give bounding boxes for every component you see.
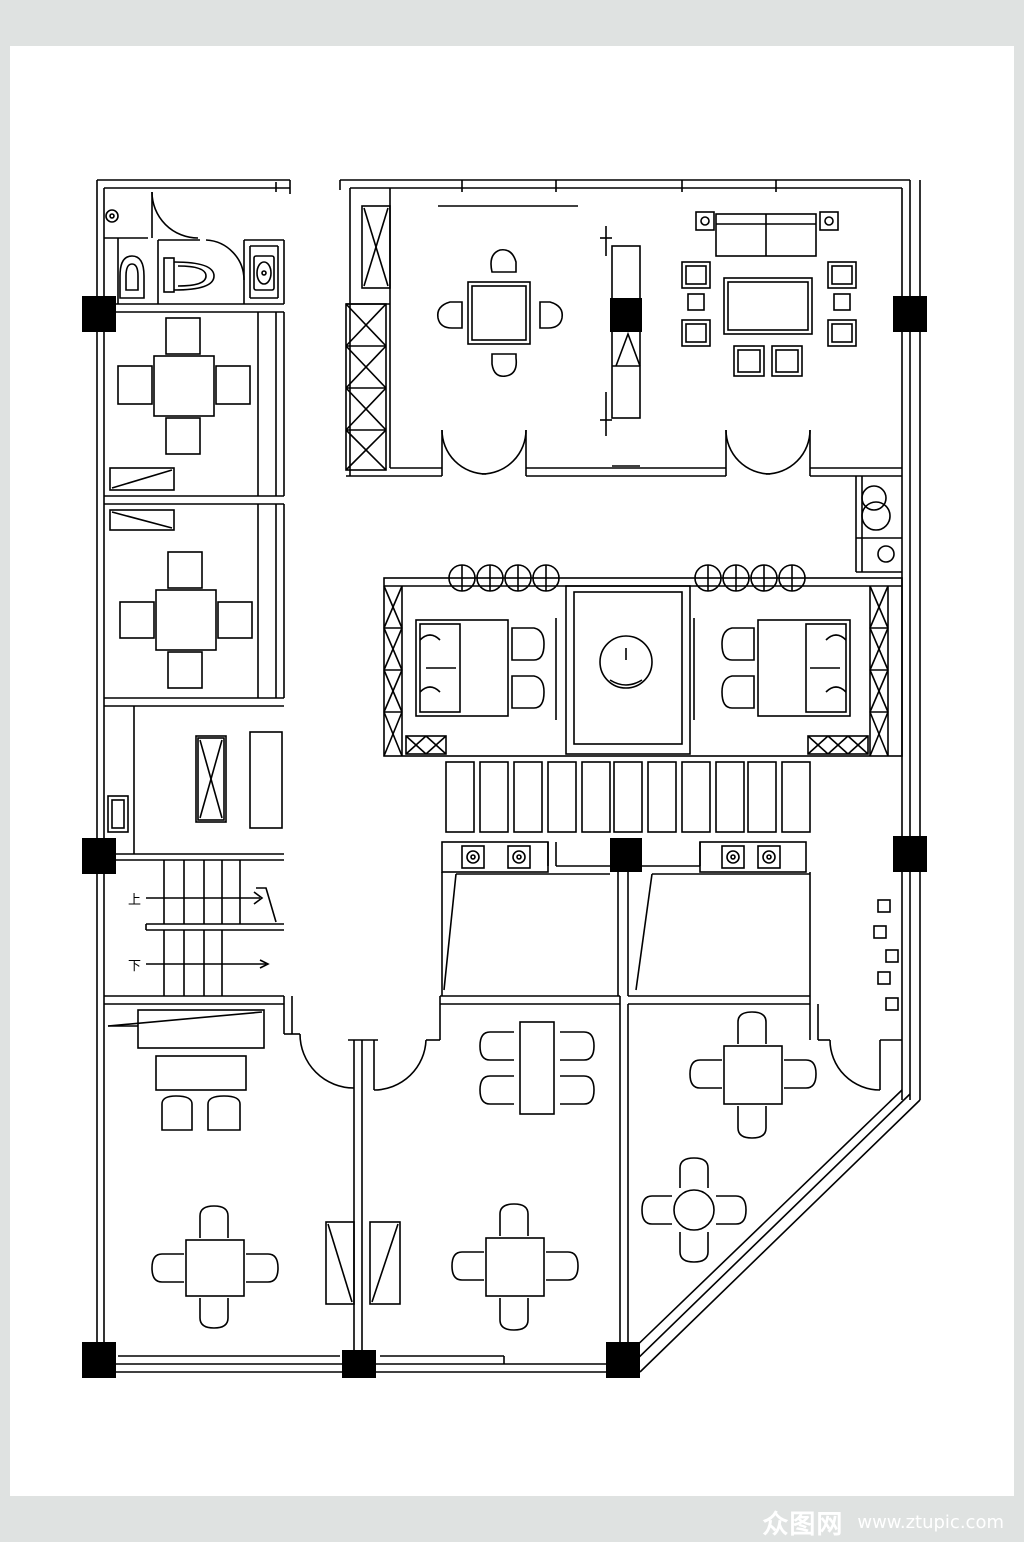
- outer-walls: [96, 179, 921, 1373]
- toilet-icon: [163, 257, 215, 293]
- chair-pair: [161, 1095, 241, 1131]
- private-room-2: [104, 504, 285, 707]
- table-set-right: [689, 1011, 817, 1139]
- round-table-set: [641, 1157, 747, 1263]
- restroom: [104, 191, 285, 313]
- long-table-set: [479, 1021, 595, 1115]
- utility-niche: [855, 476, 902, 573]
- watermark: 众图网 www.ztupic.com: [762, 1504, 1004, 1541]
- urinal-icon: [119, 255, 145, 299]
- central-hall: [383, 577, 903, 757]
- watermark-url: www.ztupic.com: [857, 1512, 1004, 1533]
- reception-counter: [107, 1009, 265, 1091]
- table-set-center: [451, 1203, 579, 1331]
- stair-down-label: 下: [128, 959, 141, 974]
- footer-bar: 众图网 www.ztupic.com: [0, 1496, 1024, 1542]
- display-cabinet: [600, 226, 641, 436]
- service-area: [107, 706, 283, 854]
- bench-right: [721, 619, 851, 717]
- table-set-left: [151, 1205, 279, 1329]
- sofa-lounge: [681, 211, 857, 377]
- stools-row: [448, 564, 806, 592]
- stove-rooms: [441, 841, 811, 996]
- washbasin-icon: [253, 255, 275, 291]
- partition-screens: [325, 1221, 401, 1305]
- private-room-1: [104, 312, 285, 505]
- watermark-brand: 众图网: [762, 1510, 844, 1540]
- storage-shelves: [345, 205, 391, 471]
- lower-left-walls: [104, 995, 441, 1364]
- lower-right-walls: [809, 996, 902, 1091]
- bench-left: [415, 619, 545, 717]
- structural-columns: [82, 296, 927, 1378]
- lower-center-walls: [440, 995, 810, 1342]
- locker-row: [445, 761, 811, 833]
- tea-table-set: [436, 248, 564, 378]
- stair-up-label: 上: [128, 893, 141, 908]
- staircase: 上 下: [104, 853, 284, 996]
- display-markers: [873, 899, 899, 1011]
